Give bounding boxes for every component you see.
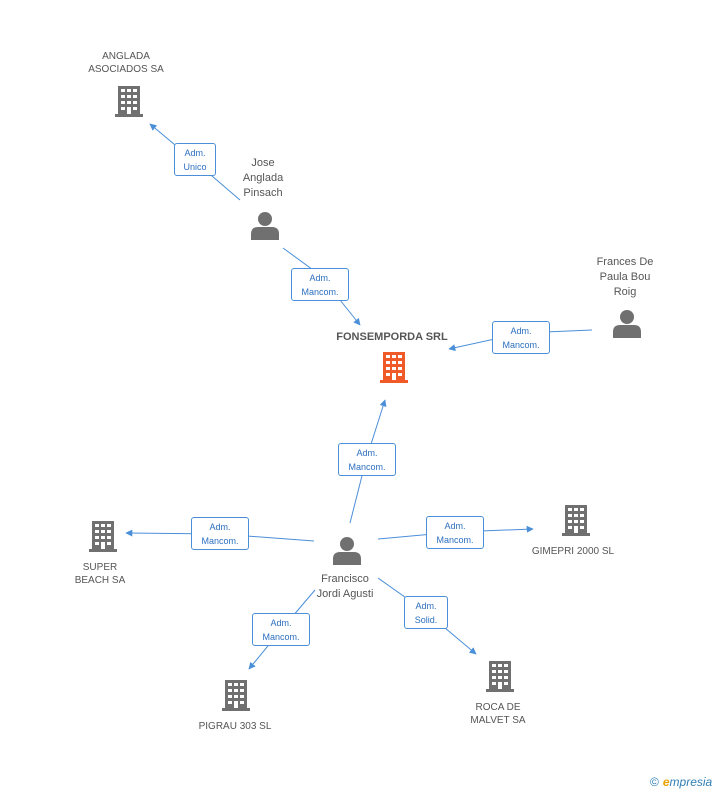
- node-label-gimepri[interactable]: GIMEPRI 2000 SL: [531, 546, 615, 557]
- role-box-jose-fonsemporda[interactable]: Adm. Mancom.: [291, 268, 349, 301]
- person-icon: [333, 537, 361, 565]
- person-icon: [251, 212, 279, 240]
- building-icon: [486, 661, 514, 692]
- role-box-francisco-pigrau[interactable]: Adm. Mancom.: [252, 613, 310, 646]
- node-label-jose[interactable]: Jose Anglada Pinsach: [242, 157, 284, 199]
- building-icon: [380, 352, 408, 383]
- building-icon: [115, 86, 143, 117]
- empresia-logo: ©empresia: [650, 775, 713, 789]
- building-icon: [222, 680, 250, 711]
- role-box-francisco-super-beach[interactable]: Adm. Mancom.: [191, 517, 249, 550]
- node-label-super-beach[interactable]: SUPER BEACH SA: [74, 562, 126, 586]
- role-box-francisco-roca[interactable]: Adm. Solid.: [404, 596, 448, 629]
- role-box-jose-anglada[interactable]: Adm. Unico: [174, 143, 216, 176]
- role-box-francisco-fonsemporda[interactable]: Adm. Mancom.: [338, 443, 396, 476]
- building-icon: [89, 521, 117, 552]
- node-label-fonsemporda[interactable]: FONSEMPORDA SRL: [336, 331, 448, 343]
- node-label-roca[interactable]: ROCA DE MALVET SA: [470, 702, 526, 726]
- building-icon: [562, 505, 590, 536]
- node-label-francisco[interactable]: Francisco Jordi Agusti: [316, 573, 374, 600]
- copyright-icon: ©: [650, 775, 659, 789]
- person-icon: [613, 310, 641, 338]
- role-box-frances-fonsemporda[interactable]: Adm. Mancom.: [492, 321, 550, 354]
- role-box-francisco-gimepri[interactable]: Adm. Mancom.: [426, 516, 484, 549]
- node-label-frances[interactable]: Frances De Paula Bou Roig: [596, 256, 654, 298]
- node-label-anglada[interactable]: ANGLADA ASOCIADOS SA: [88, 51, 164, 75]
- node-label-pigrau[interactable]: PIGRAU 303 SL: [198, 721, 272, 732]
